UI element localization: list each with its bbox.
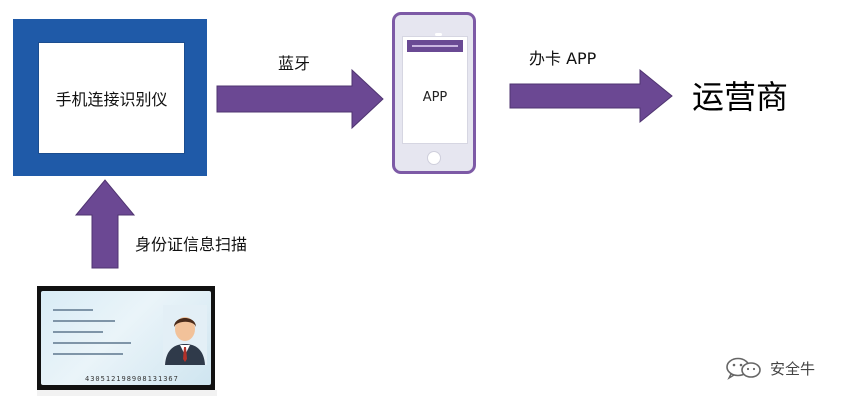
id-card-portrait-icon (163, 305, 207, 365)
watermark: 安全牛 (724, 356, 815, 380)
arrow-to-phone (216, 68, 384, 130)
bluetooth-label: 蓝牙 (278, 54, 311, 73)
id-card-image: 430512198908131367 (37, 286, 215, 390)
phone-speaker (435, 33, 442, 36)
id-card-face: 430512198908131367 (41, 291, 211, 385)
id-scan-label: 身份证信息扫描 (135, 235, 248, 254)
id-card-text-lines (53, 309, 131, 364)
recognition-device-label: 手机连接识别仪 (55, 90, 168, 109)
phone-screen (402, 36, 468, 144)
recognition-device-box: 手机连接识别仪 (13, 19, 207, 176)
arrow-to-operator (509, 68, 673, 124)
card-app-label: 办卡 APP (529, 49, 597, 68)
id-card-number: 430512198908131367 (85, 375, 179, 383)
phone-app-bar-line (412, 45, 458, 47)
operator-label: 运营商 (692, 78, 789, 116)
id-card-shadow (37, 390, 217, 396)
wechat-icon (726, 357, 761, 380)
recognition-device-panel: 手机连接识别仪 (38, 42, 185, 154)
arrow-up-from-idcard (74, 179, 136, 269)
phone-app-label: APP (422, 90, 448, 105)
watermark-text: 安全牛 (770, 359, 816, 378)
phone-home-button (427, 151, 441, 165)
